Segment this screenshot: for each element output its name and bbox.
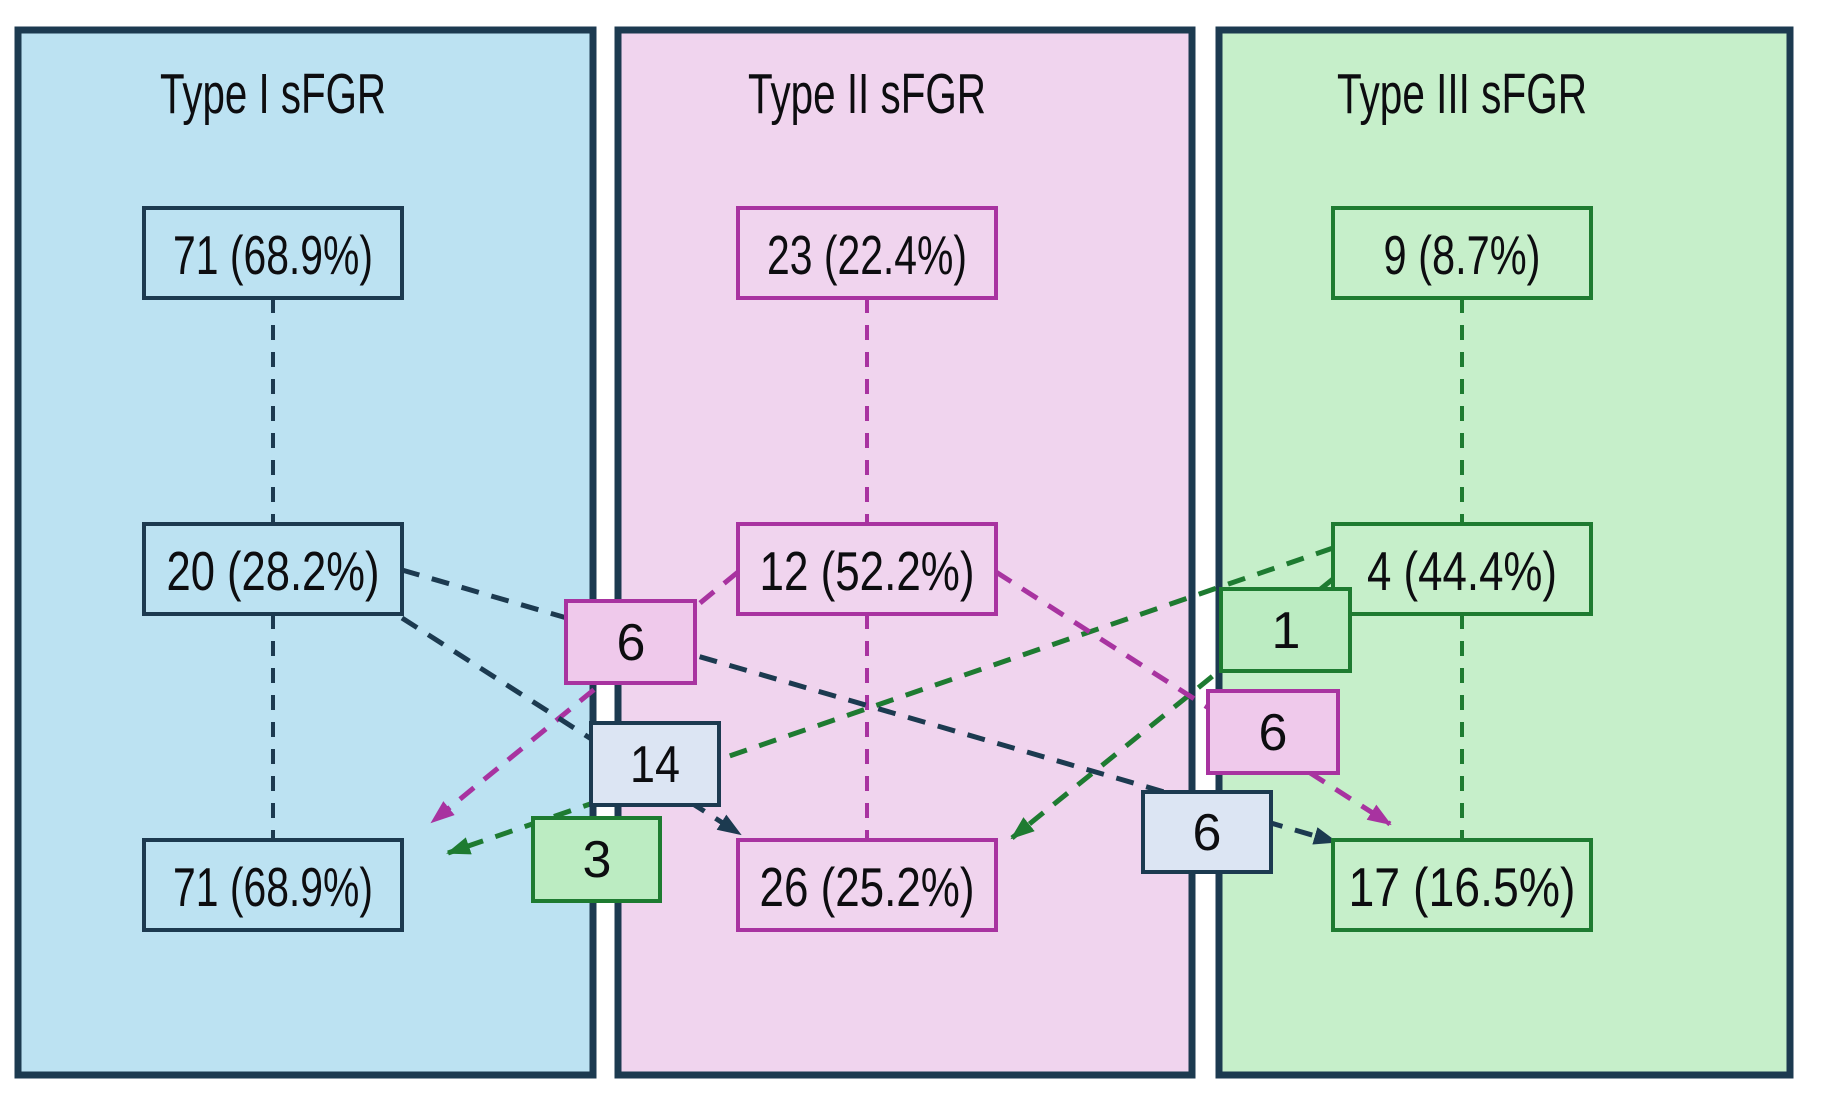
count-box-type1-top (142, 206, 404, 300)
count-box-type2-middle-value: 12 (52.2%) (760, 540, 975, 602)
transition-label-box-type2-to-type3 (1206, 689, 1340, 775)
count-box-type3-middle-value: 4 (44.4%) (1367, 540, 1557, 602)
count-box-type2-bottom (736, 838, 998, 932)
count-box-type1-bottom (142, 838, 404, 932)
transition-count-type1-to-type3: 6 (1193, 804, 1222, 862)
transition-label-box-type3-to-type1 (531, 816, 662, 903)
count-box-type1-top-value: 71 (68.9%) (173, 224, 373, 286)
count-box-type2-middle (736, 522, 998, 616)
count-box-type3-bottom-value: 17 (16.5%) (1349, 856, 1576, 918)
panel-title-type2: Type II sFGR (748, 62, 986, 126)
transition-count-type2-to-type3: 6 (1259, 704, 1288, 762)
count-box-type2-bottom-value: 26 (25.2%) (760, 856, 975, 918)
transition-count-type2-to-type1: 6 (617, 614, 646, 672)
transition-line-type2-to-type3 (994, 569, 1392, 827)
count-box-type3-bottom (1331, 838, 1593, 932)
panel-title-type1: Type I sFGR (160, 62, 386, 126)
count-box-type1-middle (142, 522, 404, 616)
transition-label-box-type1-to-type2 (589, 721, 721, 807)
count-box-type3-middle (1331, 522, 1593, 616)
count-box-type1-middle-value: 20 (28.2%) (167, 540, 380, 602)
count-box-type2-top-value: 23 (22.4%) (767, 224, 967, 286)
transition-line-type1-to-type2 (400, 615, 742, 837)
transition-label-box-type3-to-type2 (1219, 587, 1352, 673)
count-box-type1-bottom-value: 71 (68.9%) (173, 856, 373, 918)
count-box-type2-top (736, 206, 998, 300)
count-box-type3-top (1331, 206, 1593, 300)
transition-count-type3-to-type1: 3 (583, 831, 612, 889)
panel-title-type3: Type III sFGR (1337, 62, 1587, 126)
transition-label-box-type2-to-type1 (564, 599, 697, 685)
transition-label-box-type1-to-type3 (1141, 790, 1273, 874)
transition-count-type3-to-type2: 1 (1272, 602, 1301, 660)
transition-count-type1-to-type2: 14 (630, 736, 680, 794)
count-box-type3-top-value: 9 (8.7%) (1384, 224, 1541, 286)
